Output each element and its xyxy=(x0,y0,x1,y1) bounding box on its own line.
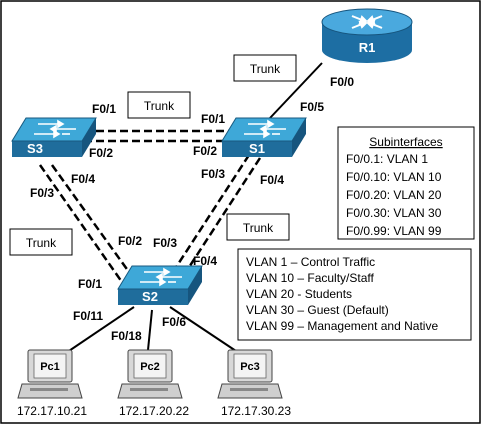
switch-s1[interactable]: S1 xyxy=(221,117,307,157)
pc-pc3[interactable]: Pc3 xyxy=(217,349,283,399)
iface-s3-f04: F0/4 xyxy=(71,172,95,186)
iface-s2-f01: F0/1 xyxy=(78,277,102,291)
subinterface-line: F0/0.20: VLAN 20 xyxy=(346,188,442,202)
ip-pc3: 172.17.30.23 xyxy=(221,404,291,418)
device-label-s2: S2 xyxy=(142,289,158,304)
vlan-line: VLAN 99 – Management and Native xyxy=(246,319,438,333)
ip-pc2: 172.17.20.22 xyxy=(119,404,189,418)
trunk-label-text: Trunk xyxy=(144,99,175,113)
subinterfaces-box: Subinterfaces F0/0.1: VLAN 1 F0/0.10: VL… xyxy=(337,126,475,240)
link-r1-s1 xyxy=(269,62,323,119)
link-s3-s2-trunk xyxy=(38,164,136,286)
device-label-s3: S3 xyxy=(27,141,43,156)
vlan-line: VLAN 1 – Control Traffic xyxy=(246,255,375,269)
trunk-label-text: Trunk xyxy=(26,236,57,250)
device-label-pc3: Pc3 xyxy=(240,361,260,373)
switch-icon xyxy=(11,117,97,157)
pc-icon xyxy=(117,349,183,399)
subinterface-line: F0/0.99: VLAN 99 xyxy=(346,224,442,238)
switch-icon xyxy=(221,117,307,157)
iface-s2-f02: F0/2 xyxy=(118,234,142,248)
vlan-line: VLAN 30 – Guest (Default) xyxy=(246,303,389,317)
subinterface-line: F0/0.30: VLAN 30 xyxy=(346,206,442,220)
router-r1[interactable]: R1 xyxy=(321,8,413,63)
iface-s3-f03: F0/3 xyxy=(30,186,54,200)
ip-pc1: 172.17.10.21 xyxy=(17,404,87,418)
subinterface-line: F0/0.1: VLAN 1 xyxy=(346,152,428,166)
switch-s2[interactable]: S2 xyxy=(117,265,203,305)
pc-pc2[interactable]: Pc2 xyxy=(117,349,183,399)
iface-s2-f11: F0/11 xyxy=(73,309,103,323)
iface-s2-f04: F0/4 xyxy=(193,254,217,268)
trunk-label-text: Trunk xyxy=(243,221,274,235)
vlan-line: VLAN 10 – Faculty/Staff xyxy=(246,271,375,285)
iface-r1-f00: F0/0 xyxy=(330,75,354,89)
trunk-label-r1-s1: Trunk xyxy=(233,54,297,82)
device-label-r1: R1 xyxy=(359,40,376,55)
iface-s3-f02: F0/2 xyxy=(89,146,113,160)
trunk-label-s3-s2: Trunk xyxy=(9,228,73,256)
trunk-label-s1-s2: Trunk xyxy=(226,213,290,241)
pc-pc1[interactable]: Pc1 xyxy=(17,349,83,399)
iface-s1-f01: F0/1 xyxy=(201,112,225,126)
link-s2-pc3 xyxy=(169,306,246,358)
vlan-legend-box: VLAN 1 – Control Traffic VLAN 10 – Facul… xyxy=(237,248,472,341)
trunk-label-s3-s1: Trunk xyxy=(127,91,191,119)
iface-s3-f01: F0/1 xyxy=(92,102,116,116)
device-label-pc1: Pc1 xyxy=(40,361,60,373)
subinterfaces-title: Subinterfaces xyxy=(369,135,442,149)
pc-icon xyxy=(217,349,283,399)
iface-s2-f03: F0/3 xyxy=(153,236,177,250)
iface-s2-f06: F0/6 xyxy=(162,315,186,329)
iface-s2-f18: F0/18 xyxy=(111,329,142,343)
link-s2-pc2 xyxy=(147,309,153,351)
trunk-label-text: Trunk xyxy=(250,62,281,76)
router-icon xyxy=(321,8,413,63)
vlan-line: VLAN 20 - Students xyxy=(246,287,352,301)
iface-s1-f03: F0/3 xyxy=(201,167,225,181)
iface-s1-f02: F0/2 xyxy=(193,144,217,158)
switch-s3[interactable]: S3 xyxy=(11,117,97,157)
pc-icon xyxy=(17,349,83,399)
subinterface-line: F0/0.10: VLAN 10 xyxy=(346,170,442,184)
device-label-s1: S1 xyxy=(249,141,265,156)
iface-s1-f04: F0/4 xyxy=(260,173,284,187)
switch-icon xyxy=(117,265,203,305)
iface-s1-f05: F0/5 xyxy=(300,100,324,114)
link-s2-pc1 xyxy=(59,306,135,358)
device-label-pc2: Pc2 xyxy=(140,361,160,373)
